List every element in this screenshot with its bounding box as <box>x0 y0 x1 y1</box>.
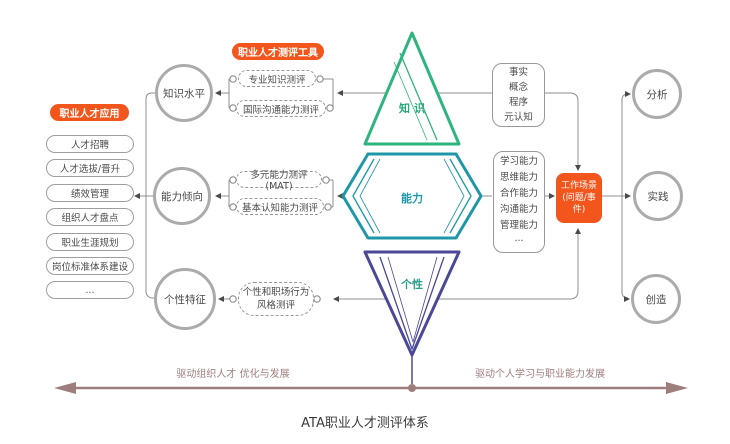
ability-hexagon-accent <box>352 158 375 234</box>
work-scenario-line1: 工作场景 <box>560 181 597 191</box>
arrowheads <box>134 90 631 302</box>
create-circle: 创造 <box>631 274 681 324</box>
application-item: 人才选拔/晋升 <box>46 159 134 178</box>
tool-personality-workstyle: 个性和职场行为 风格测评 <box>238 282 314 316</box>
personality-triangle <box>363 250 461 357</box>
knowledge-facet: 元认知 <box>504 112 533 123</box>
ability-hexagon-accent <box>443 158 465 234</box>
connector-dots <box>229 75 334 303</box>
pyramid-knowledge-label: 知识 <box>399 102 429 115</box>
applications-list: 人才招聘 人才选拔/晋升 绩效管理 组织人才盘点 职业生涯规划 岗位标准体系建设… <box>46 135 134 300</box>
application-item: 岗位标准体系建设 <box>46 256 134 275</box>
left-bracket-line <box>145 92 157 299</box>
ability-facet: 思维能力 <box>499 172 538 183</box>
pyramid-ability-label: 能力 <box>401 192 423 205</box>
work-scenario-box: 工作场景 (问题/事件) <box>556 173 602 223</box>
personality-to-scenario-line <box>438 233 579 300</box>
pyramid-personality-label: 个性 <box>401 278 423 291</box>
knowledge-triangle-accent <box>399 52 438 141</box>
left-arrowhead <box>54 382 76 394</box>
connector-lines <box>138 78 629 300</box>
junction-dot <box>408 384 416 392</box>
knowledge-triangle-accent <box>393 61 428 141</box>
ability-facet: ··· <box>514 236 524 247</box>
ability-hexagon <box>341 152 483 240</box>
tool-personality-line2: 风格测评 <box>256 300 295 311</box>
ability-facet: 合作能力 <box>499 188 538 199</box>
tool-professional-knowledge: 专业知识测评 <box>238 70 316 87</box>
ability-hexagon-accent <box>359 158 381 234</box>
right-drive-label: 驱动个人学习与职业能力发展 <box>475 369 605 380</box>
application-item: 职业生涯规划 <box>46 232 134 251</box>
knowledge-facet: 事实 <box>508 67 528 78</box>
knowledge-facet: 概念 <box>508 82 528 93</box>
application-item: 绩效管理 <box>46 183 134 202</box>
knowledge-triangle <box>363 31 461 146</box>
ability-facet: 沟通能力 <box>499 204 538 215</box>
knowledge-facets-box: 事实 概念 程序 元认知 <box>492 63 545 127</box>
analyze-circle: 分析 <box>632 69 682 119</box>
tool-international-communication: 国际沟通能力测评 <box>236 100 326 117</box>
personality-triangle-accent <box>379 256 445 350</box>
tool-multi-ability-mat: 多元能力测评(MAT) <box>236 170 322 192</box>
tool-personality-line1: 个性和职场行为 <box>242 287 310 298</box>
application-item: ... <box>46 281 134 300</box>
drive-arrows <box>54 382 688 394</box>
right-arrowhead <box>666 382 688 394</box>
ability-facet: 学习能力 <box>499 156 538 167</box>
knowledge-facet: 程序 <box>508 97 528 108</box>
left-drive-label: 驱动组织人才 优化与发展 <box>176 369 290 380</box>
tool-basic-cognitive: 基本认知能力测评 <box>236 198 324 215</box>
ability-hexagon-accent <box>449 158 472 234</box>
ability-facets-box: 学习能力 思维能力 合作能力 沟通能力 管理能力 ··· <box>493 151 545 253</box>
knowledge-to-scenario-line <box>437 92 579 166</box>
application-item: 组织人才盘点 <box>46 208 134 227</box>
ability-tendency-circle: 能力倾向 <box>153 167 211 225</box>
personality-trait-circle: 个性特征 <box>154 268 216 330</box>
practice-circle: 实践 <box>633 171 683 221</box>
page-title: ATA职业人才测评体系 <box>301 416 429 431</box>
work-scenario-line2: (问题/事件) <box>562 193 596 215</box>
application-item: 人才招聘 <box>46 135 134 153</box>
tools-header: 职业人才测评工具 <box>232 43 324 60</box>
ability-facet: 管理能力 <box>499 220 538 231</box>
knowledge-level-circle: 知识水平 <box>155 64 213 122</box>
personality-triangle-accent <box>387 256 438 343</box>
applications-header: 职业人才应用 <box>50 104 129 121</box>
